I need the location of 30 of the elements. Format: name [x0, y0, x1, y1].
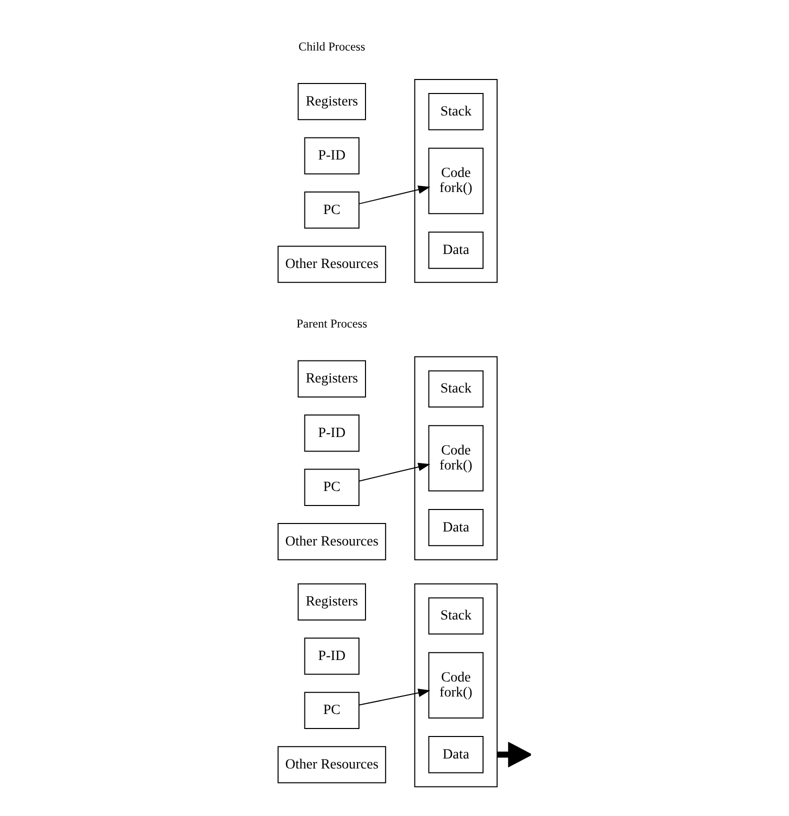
- node-box: PC: [304, 468, 360, 506]
- node-box: Registers: [298, 82, 366, 120]
- node-box: Registers: [298, 360, 366, 398]
- cluster: [414, 583, 498, 788]
- arrow: [497, 742, 531, 768]
- node-box: Data: [428, 736, 484, 774]
- node-box: Code fork(): [428, 652, 484, 718]
- arrow: [358, 186, 430, 204]
- node-box: Code fork(): [428, 148, 484, 214]
- cluster: [414, 356, 498, 560]
- node-box: Other Resources: [278, 246, 386, 283]
- node-box: PC: [304, 692, 360, 729]
- node-box: Registers: [298, 583, 366, 620]
- node-box: Stack: [428, 370, 484, 408]
- label: Child Process: [298, 39, 366, 54]
- node-box: P-ID: [304, 414, 360, 452]
- node-box: Data: [428, 508, 484, 546]
- node-box: Data: [428, 232, 484, 269]
- arrow: [358, 462, 430, 482]
- label: Parent Process: [296, 316, 368, 331]
- node-box: P-ID: [304, 137, 360, 174]
- node-box: Code fork(): [428, 425, 484, 492]
- arrow: [358, 688, 430, 706]
- node-box: Stack: [428, 93, 484, 130]
- node-box: Stack: [428, 597, 484, 635]
- node-box: Other Resources: [278, 523, 386, 560]
- node-box: P-ID: [304, 638, 360, 675]
- cluster: [414, 78, 498, 283]
- node-box: PC: [304, 191, 360, 229]
- node-box: Other Resources: [278, 746, 386, 784]
